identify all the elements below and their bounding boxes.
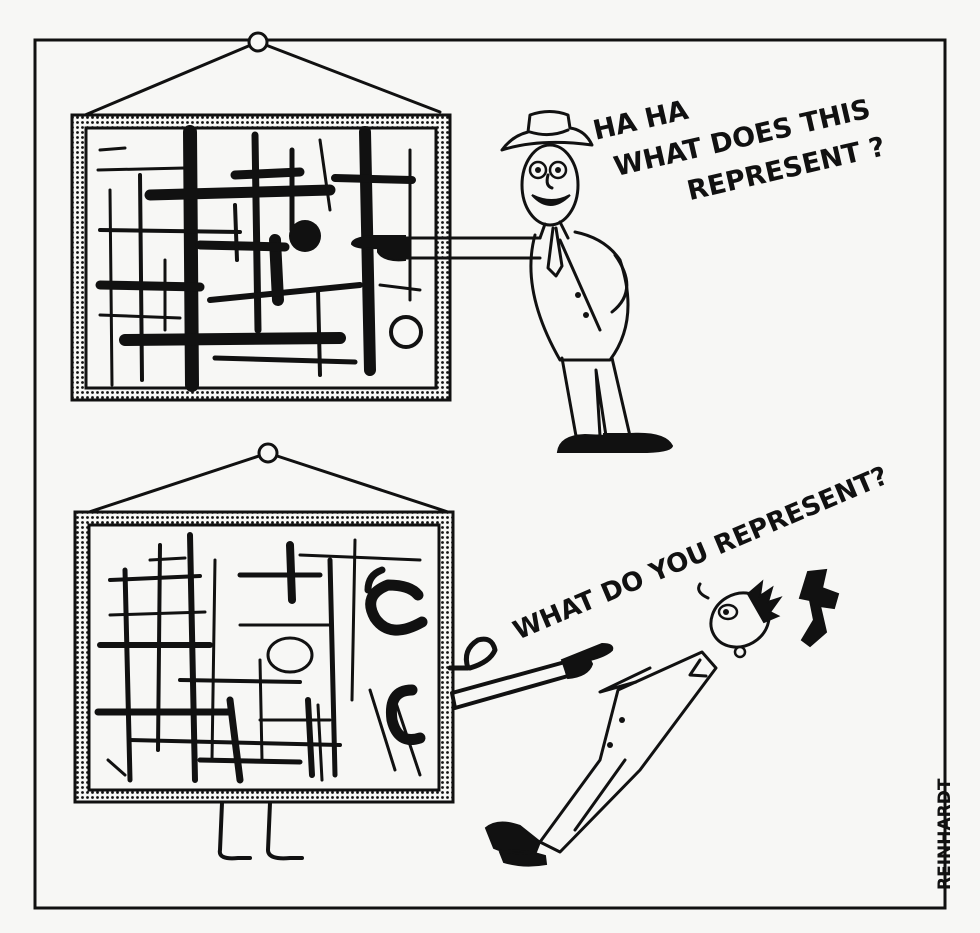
- falling-man-hair: [746, 579, 783, 624]
- painting-pointing-hand: [560, 642, 614, 680]
- painting-hook-arm: [447, 636, 498, 671]
- bottom-painting-blob: [266, 636, 314, 674]
- painting-curl-lower: [385, 684, 426, 745]
- bottom-hanging-wire: [78, 442, 450, 517]
- artist-signature: REINHARDT: [935, 778, 955, 890]
- man-grin: [531, 194, 571, 206]
- man-pointing-arm: [350, 235, 542, 262]
- man-pointing-hand: [350, 235, 406, 262]
- man-right-shoe: [603, 432, 674, 453]
- top-painting-ring: [389, 315, 423, 349]
- top-painting-abstract-lines: [95, 125, 422, 392]
- painting-pointing-arm: [450, 642, 614, 710]
- bottom-painting-abstract-lines: [94, 532, 422, 784]
- falling-man-hat: [798, 568, 840, 648]
- falling-man: [484, 568, 840, 867]
- top-hanging-wire: [76, 31, 442, 120]
- man-pointing: [350, 110, 674, 453]
- top-painting: [70, 31, 452, 402]
- bottom-painting: [73, 442, 614, 861]
- falling-man-feet: [484, 821, 548, 867]
- top-painting-dot: [289, 220, 321, 252]
- man-left-shoe: [556, 433, 608, 453]
- man-hat: [500, 110, 594, 152]
- painting-curl-upper: [365, 579, 428, 636]
- painting-legs: [217, 801, 304, 861]
